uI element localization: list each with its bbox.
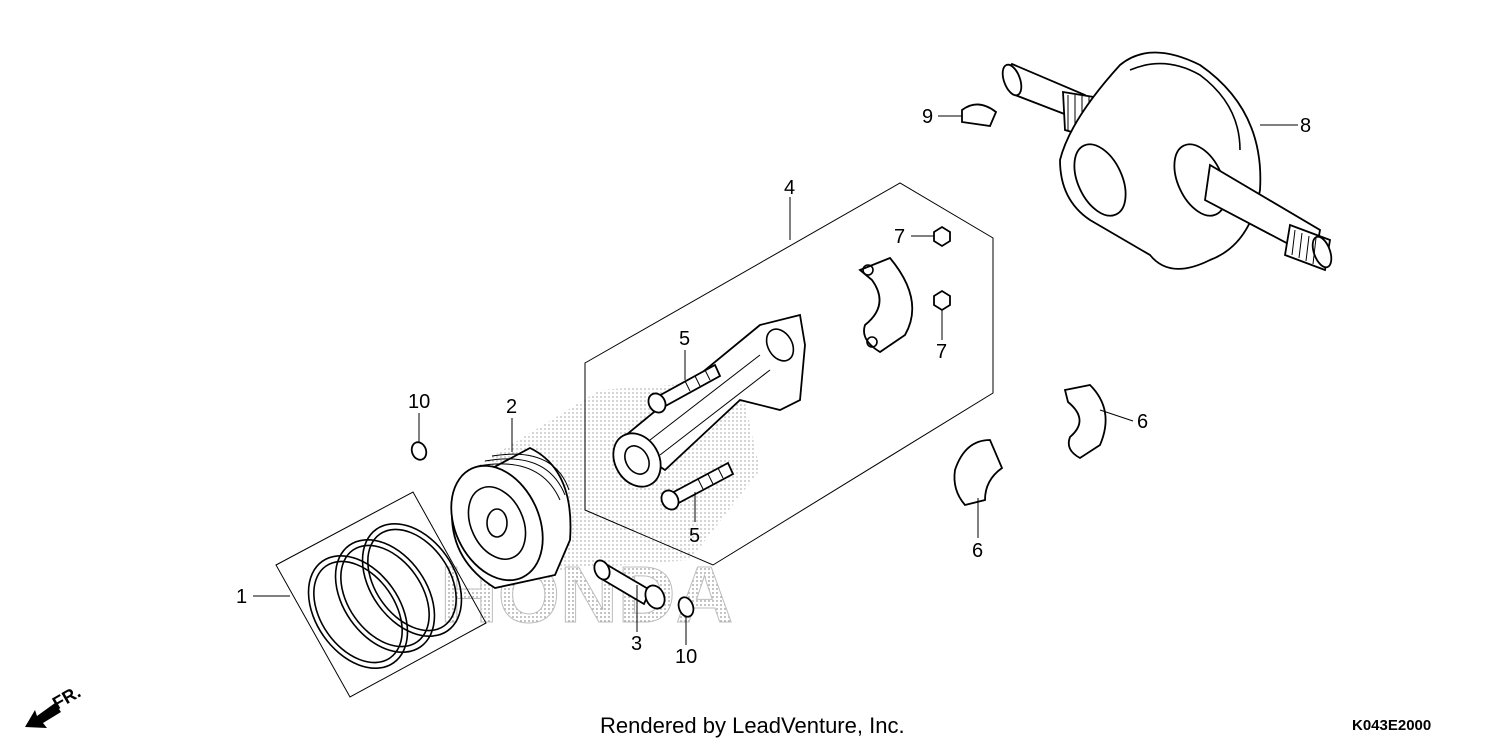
- connecting-rod[interactable]: [604, 313, 806, 495]
- rod-bolt-bottom[interactable]: [658, 461, 735, 513]
- front-direction-indicator: FR.: [25, 682, 84, 728]
- callout-5-bottom[interactable]: 5: [689, 525, 700, 547]
- callout-10-top[interactable]: 10: [408, 391, 430, 413]
- callout-7-bottom[interactable]: 7: [936, 341, 947, 363]
- callout-5-top[interactable]: 5: [679, 328, 690, 350]
- callout-4[interactable]: 4: [784, 177, 795, 199]
- render-credit: Rendered by LeadVenture, Inc.: [600, 713, 905, 738]
- callout-9[interactable]: 9: [922, 106, 933, 128]
- callout-2[interactable]: 2: [506, 396, 517, 418]
- watermark-text: HONDA: [440, 550, 733, 639]
- woodruff-key[interactable]: [961, 103, 998, 127]
- front-arrow-icon: [25, 703, 61, 728]
- rod-nut-top[interactable]: [933, 225, 951, 248]
- pin-clip-top[interactable]: [409, 440, 428, 462]
- callout-6-bottom[interactable]: 6: [972, 540, 983, 562]
- piston[interactable]: [434, 446, 572, 595]
- pin-clip-bottom[interactable]: [676, 595, 696, 619]
- rod-nut-bottom[interactable]: [933, 289, 951, 312]
- callout-6-right[interactable]: 6: [1137, 411, 1148, 433]
- leader-lines: [253, 115, 1298, 645]
- connecting-rod-cap[interactable]: [858, 256, 914, 354]
- rod-bolt-top[interactable]: [645, 363, 722, 416]
- callout-1[interactable]: 1: [236, 586, 247, 608]
- piston-ring-set[interactable]: [288, 505, 482, 687]
- callout-7-top[interactable]: 7: [894, 226, 905, 248]
- bearing-shell-bottom[interactable]: [953, 439, 1004, 507]
- diagram-code: K043E2000: [1352, 717, 1431, 734]
- callout-3[interactable]: 3: [631, 633, 642, 655]
- bearing-shell-right[interactable]: [1063, 384, 1107, 460]
- crankshaft[interactable]: [999, 51, 1335, 272]
- connecting-rod-group-box: [584, 182, 994, 566]
- callout-10-bottom[interactable]: 10: [675, 646, 697, 668]
- callout-8[interactable]: 8: [1300, 115, 1311, 137]
- ring-set-group-box: [275, 491, 487, 698]
